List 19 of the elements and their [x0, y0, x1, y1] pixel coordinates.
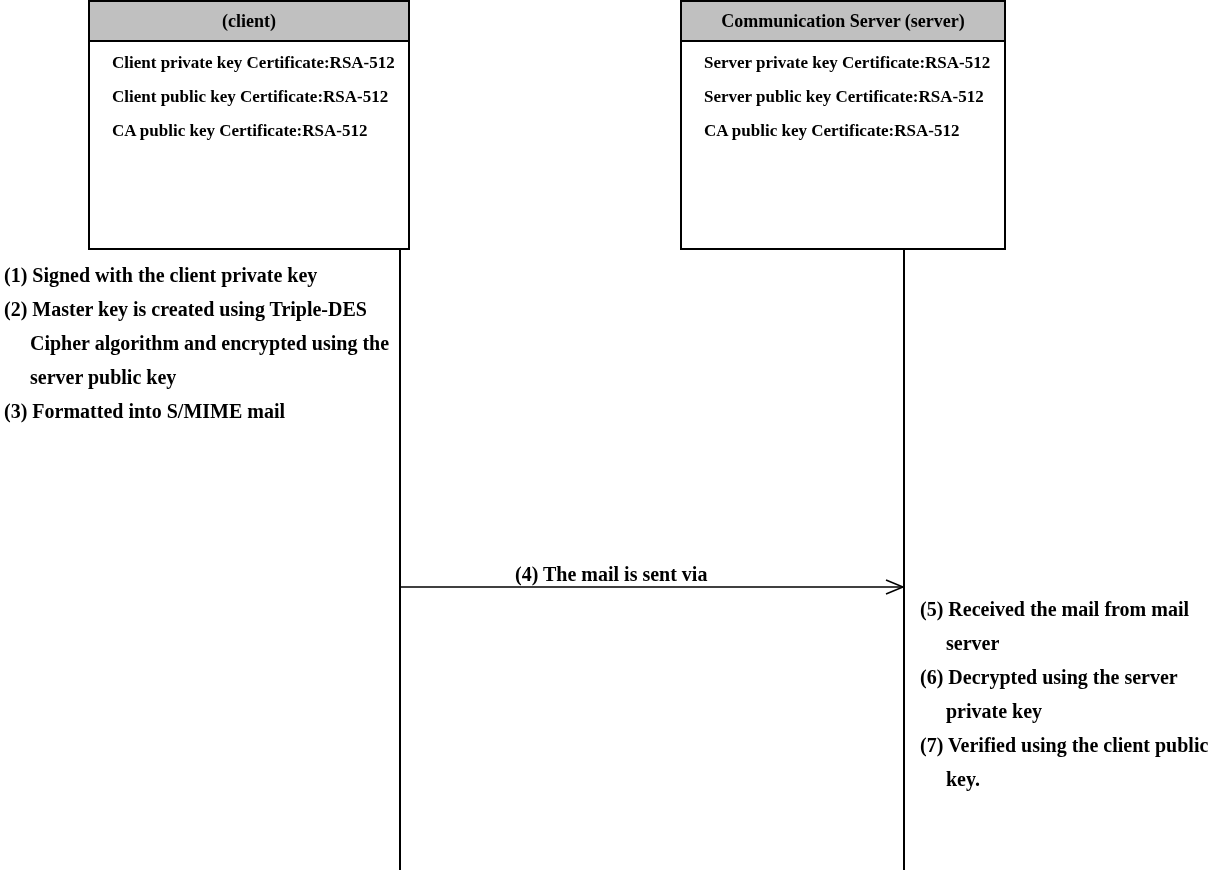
participant-title: (client)	[90, 2, 408, 42]
step-note: (6) Decrypted using the server private key	[920, 665, 1179, 725]
participant-box	[680, 0, 1006, 250]
participant-box	[88, 0, 410, 250]
certificate-text: Server public key Certificate:RSA-512	[704, 86, 985, 108]
step-note: (2) Master key is created using Triple-DES Cipher algorithm and encrypted using the server public key	[4, 297, 391, 391]
certificate-text: Server private key Certificate:RSA-512	[704, 52, 992, 74]
step-note: (7) Verified using the client public key.	[920, 733, 1210, 793]
lifeline	[903, 248, 905, 870]
certificate-text: CA public key Certificate:RSA-512	[112, 120, 369, 142]
step-note: (5) Received the mail from mail server	[920, 597, 1190, 656]
certificate-text: CA public key Certificate:RSA-512	[704, 120, 961, 142]
step-note: (1) Signed with the client private key	[4, 263, 319, 289]
participant-title: Communication Server (server)	[682, 2, 1004, 42]
step-note: (3) Formatted into S/MIME mail	[4, 399, 287, 425]
certificate-text: Client private key Certificate:RSA-512	[112, 52, 396, 74]
certificate-text: Client public key Certificate:RSA-512	[112, 86, 390, 108]
message-arrow	[400, 579, 904, 595]
lifeline	[399, 248, 401, 870]
